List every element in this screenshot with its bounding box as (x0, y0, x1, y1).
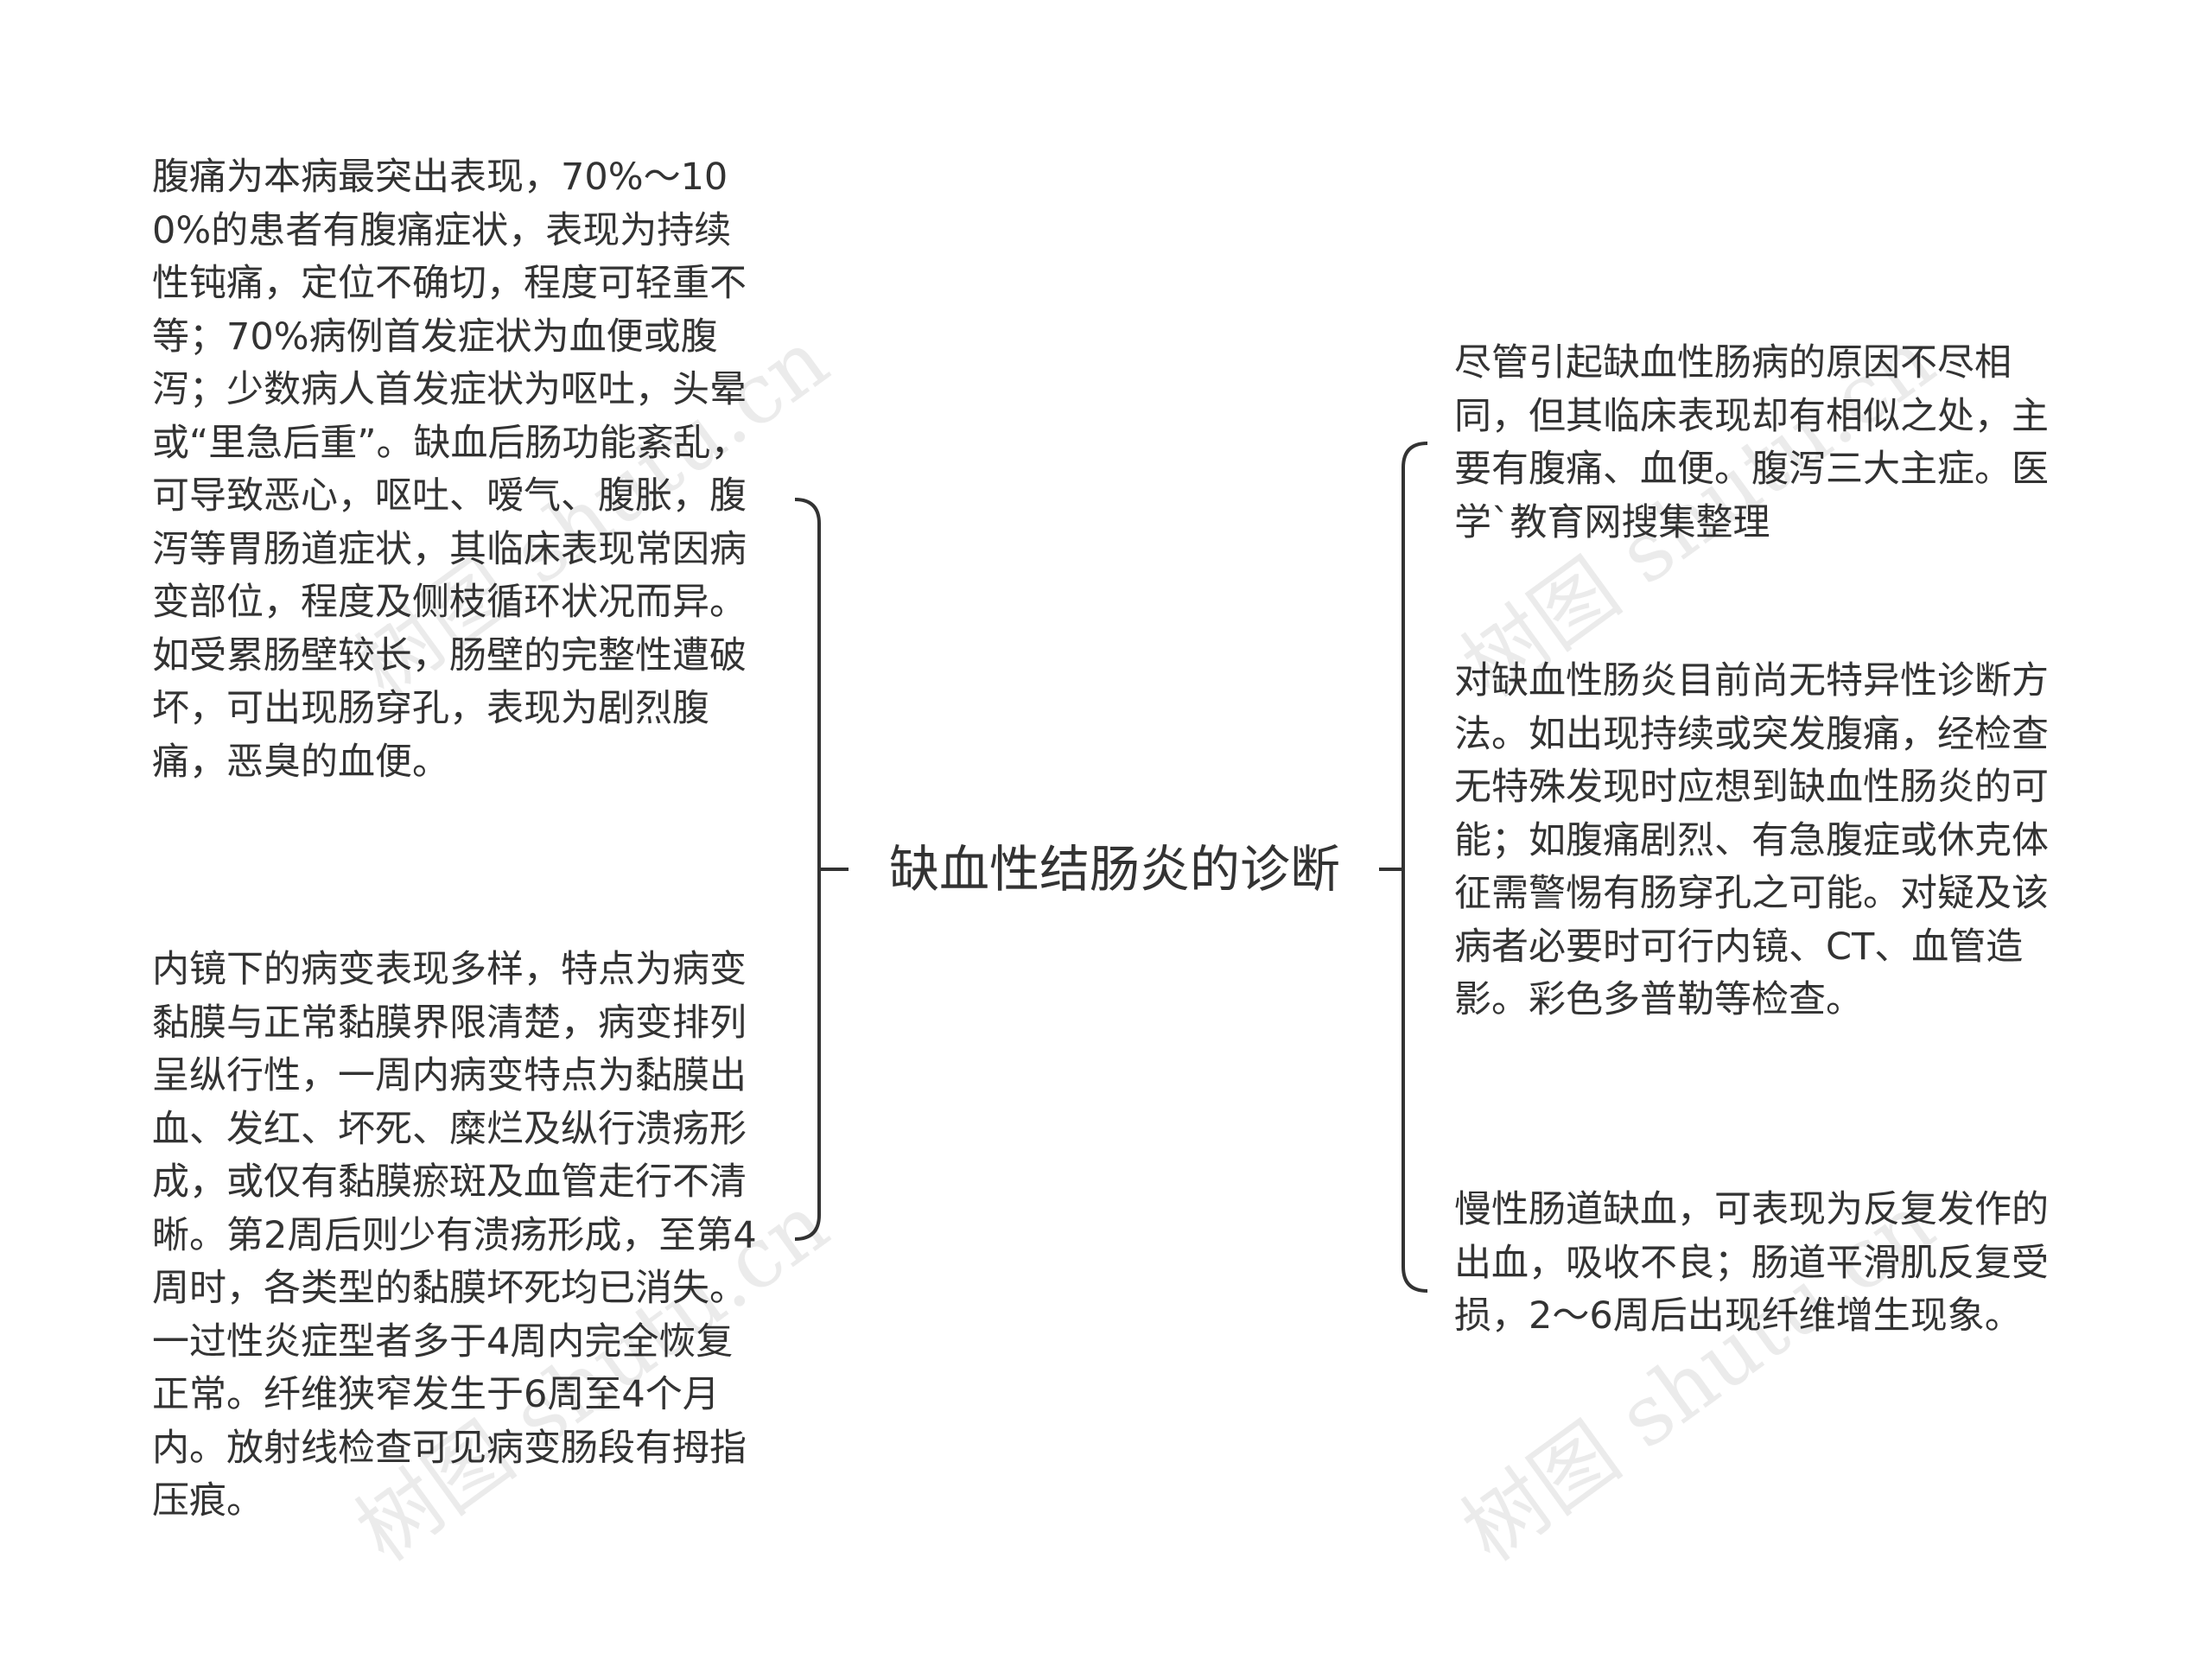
right-branch-chronic: 慢性肠道缺血，可表现为反复发作的出血，吸收不良；肠道平滑肌反复受损，2～6周后出… (1454, 1188, 2049, 1338)
left-branch-symptoms: 腹痛为本病最突出表现，70%～100%的患者有腹痛症状，表现为持续性钝痛，定位不… (152, 156, 748, 784)
right-branch-diagnosis-method: 对缺血性肠炎目前尚无特异性诊断方法。如出现持续或突发腹痛，经检查无特殊发现时应想… (1454, 659, 2049, 1021)
right-bracket (1402, 442, 1428, 1293)
left-bracket (794, 498, 821, 1241)
right-branch-overview: 尽管引起缺血性肠病的原因不尽相同，但其临床表现却有相似之处，主要有腹痛、血便。腹… (1454, 341, 2049, 544)
root-topic: 缺血性结肠炎的诊断 (888, 840, 1340, 899)
left-branch-endoscopy: 内镜下的病变表现多样，特点为病变黏膜与正常黏膜界限清楚，病变排列呈纵行性，一周内… (152, 948, 757, 1523)
